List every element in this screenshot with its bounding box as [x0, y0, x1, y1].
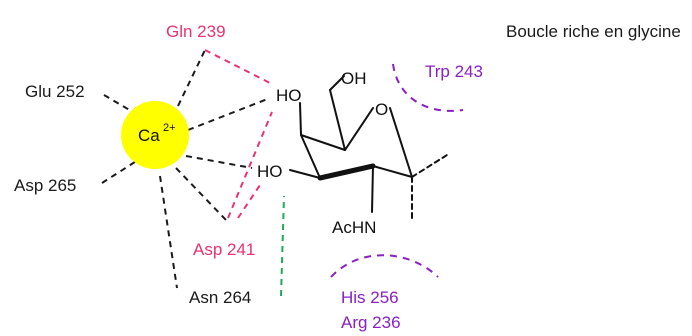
- calcium-charge: 2+: [163, 122, 176, 134]
- bond-ca-asp265: [101, 159, 139, 184]
- title-label: Boucle riche en glycine: [506, 22, 681, 41]
- bond-c5-ch2: [329, 89, 346, 151]
- ho-lower-label: HO: [257, 162, 283, 181]
- oh-top-label: OH: [341, 69, 367, 88]
- residue-asn264: Asn 264: [189, 288, 251, 307]
- ho-upper-label: HO: [276, 86, 302, 105]
- sugar-skeleton: [289, 75, 448, 219]
- hbond-gln239-ho: [204, 49, 273, 85]
- interaction-lines: [101, 49, 285, 297]
- bond-c1-right: [411, 154, 448, 178]
- hbond-asn264-ring: [280, 195, 285, 297]
- his256-arc: [330, 254, 439, 278]
- bond-ca-asp241: [175, 167, 227, 221]
- calcium-ion-circle: [121, 101, 189, 169]
- ring-bond-c4-c5: [300, 134, 346, 151]
- achn-label: AcHN: [332, 218, 376, 237]
- bond-ch2-oh: [329, 75, 345, 91]
- ring-bond-o-c1: [389, 107, 413, 178]
- bond-c2-nhac: [371, 165, 374, 213]
- bond-c3-ho: [289, 169, 321, 179]
- hbond-asp241-ho-upper: [227, 111, 273, 219]
- bond-ca-ho-upper: [187, 97, 271, 131]
- ring-bond-c2-c1: [372, 165, 413, 178]
- residue-gln239: Gln 239: [166, 22, 226, 41]
- ring-bond-c4-c3: [300, 134, 321, 179]
- hbond-asp241-ho-lower: [237, 181, 263, 219]
- residue-asp241: Asp 241: [193, 240, 255, 259]
- bond-ca-gln239: [177, 49, 206, 107]
- calcium-ion: Ca 2+: [121, 101, 189, 169]
- ring-bond-c3-c2: [317, 163, 376, 181]
- ring-bond-c5-o: [344, 107, 374, 151]
- bond-ca-ho-lower: [185, 155, 253, 169]
- ring-oxygen-label: O: [375, 100, 388, 119]
- trp243-arc: [392, 63, 464, 112]
- bond-c4-ho: [299, 102, 302, 136]
- residue-arg236: Arg 236: [341, 313, 401, 332]
- residue-his256: His 256: [341, 288, 399, 307]
- residue-glu252: Glu 252: [25, 82, 85, 101]
- bond-ca-asn264: [159, 175, 178, 289]
- residue-trp243: Trp 243: [425, 62, 483, 81]
- calcium-symbol: Ca: [138, 126, 160, 145]
- residue-asp265: Asp 265: [14, 176, 76, 195]
